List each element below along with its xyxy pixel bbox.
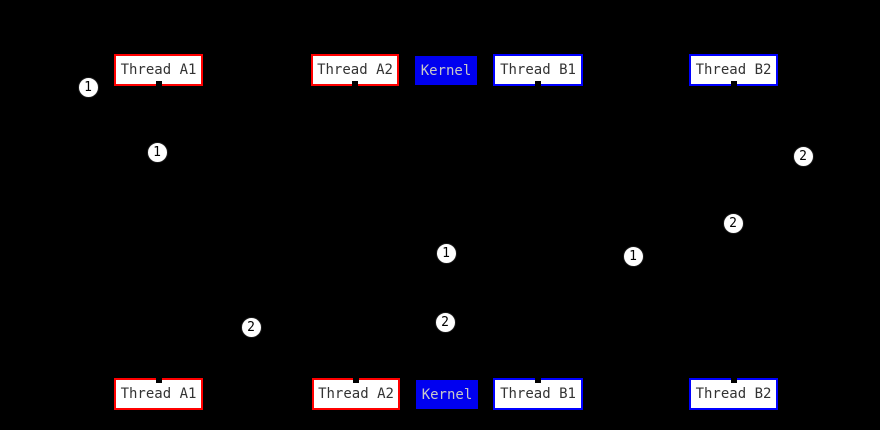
lifeline-notch <box>535 81 541 86</box>
lifeline-notch <box>155 378 162 383</box>
thread-a2-bottom-box: Thread A2 <box>312 378 400 410</box>
step-marker-2: 2 <box>722 212 744 234</box>
step-marker-1: 1 <box>77 76 99 98</box>
box-label: Thread A2 <box>317 62 393 78</box>
kernel-top-box: Kernel <box>415 56 477 85</box>
lifeline-notch <box>353 378 359 383</box>
box-label: Kernel <box>420 62 472 79</box>
box-label: Thread B1 <box>500 386 576 402</box>
lifeline-notch <box>535 378 541 383</box>
step-marker-2: 2 <box>792 145 814 167</box>
thread-b1-top-box: Thread B1 <box>493 54 583 86</box>
thread-b2-bottom-box: Thread B2 <box>689 378 778 410</box>
lifeline-notch <box>155 81 162 86</box>
box-label: Thread A1 <box>120 62 197 78</box>
step-marker-1: 1 <box>622 245 644 267</box>
box-label: Thread A1 <box>120 386 197 402</box>
thread-a2-top-box: Thread A2 <box>311 54 399 86</box>
thread-a1-top-box: Thread A1 <box>114 54 203 86</box>
step-marker-1: 1 <box>435 242 457 264</box>
kernel-bottom-box: Kernel <box>416 380 478 409</box>
lifeline-notch <box>352 81 358 86</box>
box-label: Thread A2 <box>318 386 394 402</box>
box-label: Thread B2 <box>695 386 772 402</box>
step-marker-1: 1 <box>146 141 168 163</box>
step-marker-2: 2 <box>240 316 262 338</box>
thread-b2-top-box: Thread B2 <box>689 54 778 86</box>
step-marker-2: 2 <box>434 311 456 333</box>
lifeline-notch <box>730 81 737 86</box>
lifeline-notch <box>730 378 737 383</box>
thread-a1-bottom-box: Thread A1 <box>114 378 203 410</box>
box-label: Kernel <box>421 386 473 403</box>
box-label: Thread B1 <box>500 62 576 78</box>
box-label: Thread B2 <box>695 62 772 78</box>
thread-b1-bottom-box: Thread B1 <box>493 378 583 410</box>
